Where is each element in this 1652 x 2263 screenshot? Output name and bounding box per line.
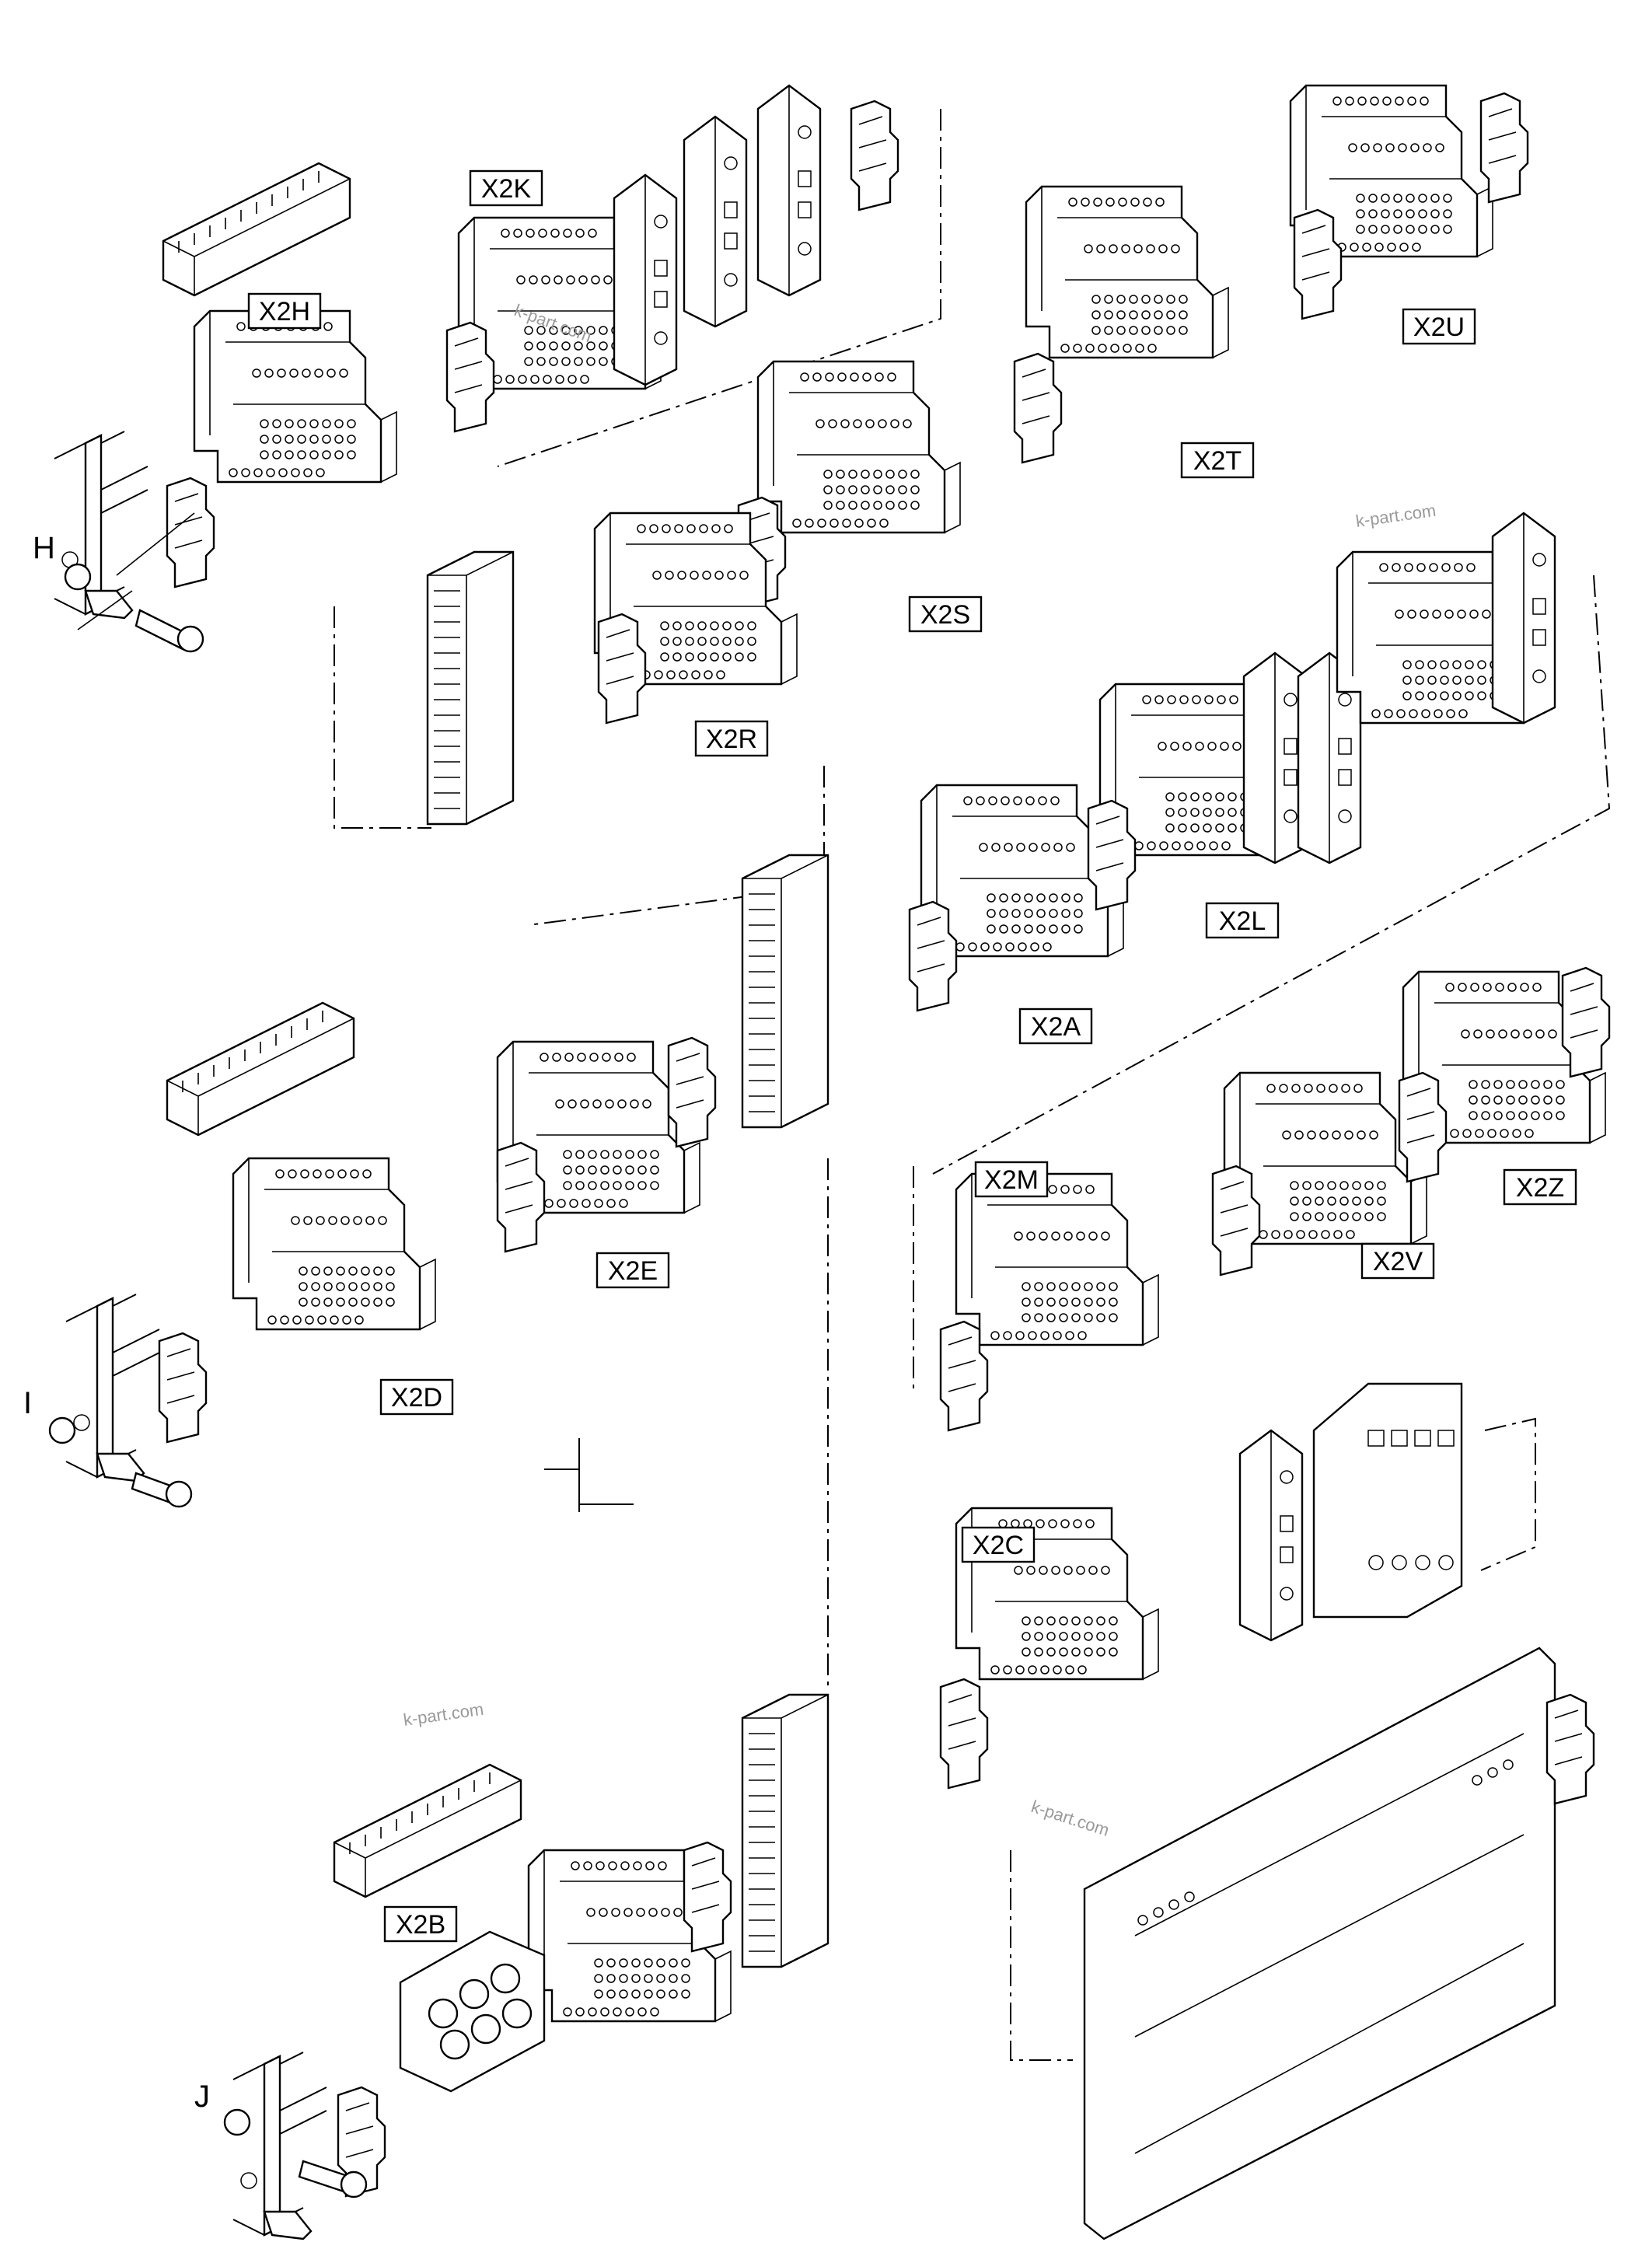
label-x2c: X2C (961, 1526, 1036, 1563)
watermark: k-part.com (402, 1699, 484, 1730)
group-i-assembly (48, 1001, 717, 1512)
group-h-assembly (53, 84, 941, 653)
label-x2r-text: X2R (706, 725, 757, 754)
label-x2z: X2Z (1503, 1168, 1577, 1206)
label-x2v-text: X2V (1373, 1247, 1423, 1276)
label-x2t: X2T (1180, 442, 1255, 479)
label-x2u: X2U (1402, 308, 1476, 345)
label-x2r: X2R (694, 720, 769, 757)
label-x2l-text: X2L (1219, 906, 1266, 936)
label-x2h: X2H (247, 292, 322, 330)
group-letter-i: I (23, 1386, 32, 1420)
label-x2v: X2V (1360, 1242, 1435, 1280)
label-x2b: X2B (383, 1905, 458, 1943)
label-x2l: X2L (1205, 902, 1280, 939)
middle-row-assembly (528, 512, 1611, 1175)
watermark: k-part.com (1029, 1797, 1112, 1840)
label-x2m: X2M (974, 1161, 1049, 1198)
label-x2e-text: X2E (608, 1256, 658, 1286)
label-x2h-text: X2H (259, 297, 310, 327)
group-letter-j: J (194, 2080, 210, 2114)
right-lower-assembly (939, 1382, 1595, 2240)
label-x2k: X2K (469, 169, 543, 207)
label-x2z-text: X2Z (1516, 1173, 1564, 1203)
label-x2b-text: X2B (396, 1910, 445, 1940)
label-x2e: X2E (595, 1252, 670, 1289)
label-x2t-text: X2T (1193, 446, 1242, 476)
watermark: k-part.com (1354, 501, 1437, 531)
label-x2u-text: X2U (1413, 313, 1465, 342)
label-x2k-text: X2K (481, 174, 532, 204)
group-letter-h: H (33, 531, 55, 565)
label-x2a-text: X2A (1031, 1012, 1081, 1042)
label-x2s: X2S (908, 595, 983, 633)
label-x2a: X2A (1018, 1008, 1093, 1045)
label-x2c-text: X2C (973, 1531, 1024, 1560)
label-x2m-text: X2M (984, 1165, 1039, 1195)
x2r-row-assembly (334, 512, 798, 829)
label-x2d-text: X2D (391, 1383, 442, 1413)
label-x2s-text: X2S (920, 600, 970, 630)
group-j-assembly (223, 1693, 829, 2240)
label-x2d: X2D (379, 1378, 454, 1416)
